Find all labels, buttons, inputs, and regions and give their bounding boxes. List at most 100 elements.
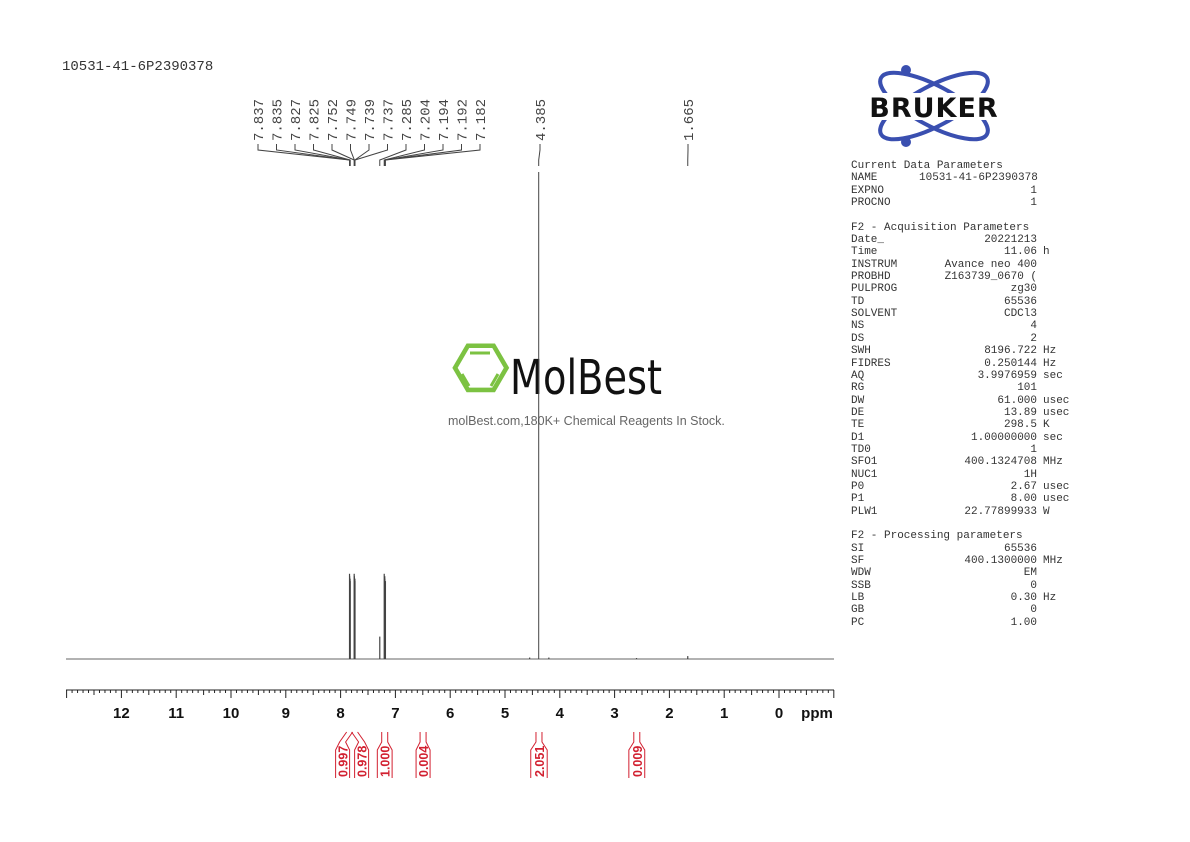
param-unit: Hz [1043, 592, 1057, 605]
peak-label-connector [379, 144, 407, 166]
param-value: 13.89 [1003, 406, 1037, 419]
param-value: 11.06 [1003, 246, 1037, 259]
integral-value: 0.978 [356, 746, 370, 777]
param-row: DW 61.000 usec [851, 395, 1083, 407]
param-unit [1043, 172, 1083, 184]
param-name: NUC1 [851, 468, 878, 481]
param-value: 22.77899933 [964, 505, 1037, 518]
integral-bracket [415, 732, 421, 778]
param-unit: W [1043, 505, 1050, 518]
peak-label: 7.752 [326, 99, 342, 141]
param-name: PC [851, 616, 865, 629]
axis-tick-label: 12 [113, 705, 130, 722]
param-unit: h [1043, 246, 1050, 259]
integral-value: 0.004 [417, 746, 431, 777]
peak-label: 7.737 [382, 99, 398, 141]
param-value: 101 [1017, 382, 1037, 395]
peak-label-connector [384, 144, 462, 166]
param-value: 20221213 [984, 234, 1037, 247]
param-unit: MHz [1043, 456, 1063, 469]
param-name: SOLVENT [851, 308, 898, 321]
param-value: 1H [1023, 468, 1037, 481]
peak-label: 7.835 [271, 99, 287, 141]
param-unit: sec [1043, 369, 1063, 382]
param-value: 1.00000000 [970, 431, 1037, 444]
param-unit: Hz [1043, 345, 1057, 358]
axis-tick-label: 10 [223, 705, 240, 722]
param-name: LB [851, 592, 865, 605]
param-value: 65536 [1003, 295, 1037, 308]
axis-tick-label: 7 [391, 705, 399, 722]
peak-label: 7.825 [308, 99, 324, 141]
integral-bracket [376, 732, 383, 778]
param-value: 61.000 [997, 394, 1037, 407]
param-name: GB [851, 604, 865, 617]
integral-value: 2.051 [533, 746, 547, 777]
param-unit [1043, 197, 1083, 209]
integral-bracket [530, 732, 537, 778]
param-name: P0 [851, 480, 865, 493]
param-value: 8196.722 [984, 345, 1037, 358]
param-unit [1043, 567, 1083, 579]
param-unit [1043, 296, 1083, 308]
peak-label: 7.192 [456, 99, 472, 141]
param-name: SI [851, 542, 865, 555]
param-unit [1043, 283, 1083, 295]
param-value: 65536 [1003, 542, 1037, 555]
peak-label: 7.837 [252, 99, 268, 141]
axis-tick-label: 0 [775, 705, 783, 722]
peak-label: 7.285 [400, 99, 416, 141]
axis-label: ppm [801, 705, 833, 722]
param-unit [1043, 333, 1083, 345]
param-name: PULPROG [851, 283, 898, 296]
axis-tick-label: 9 [282, 705, 290, 722]
param-unit: usec [1043, 480, 1070, 493]
peak-label: 7.194 [437, 99, 453, 141]
param-value: 0 [1030, 579, 1037, 592]
integral-bracket [357, 731, 370, 778]
param-value: 400.1300000 [964, 555, 1037, 567]
param-value: Z163739_0670 ( [944, 271, 1037, 284]
axis-tick-label: 8 [336, 705, 344, 722]
param-unit [1043, 320, 1083, 332]
peak-label: 4.385 [534, 99, 550, 141]
param-name: NS [851, 320, 865, 333]
param-name: DE [851, 406, 865, 419]
param-value: 0.30 [1010, 592, 1037, 605]
integral-bracket [351, 731, 360, 778]
param-value: 400.1324708 [964, 456, 1037, 469]
param-unit: usec [1043, 493, 1070, 506]
param-name: AQ [851, 369, 865, 382]
param-unit: usec [1043, 394, 1070, 407]
param-row: NUC1 1H [851, 469, 1083, 481]
axis-tick-label: 1 [720, 705, 728, 722]
axis-tick-label: 2 [665, 705, 673, 722]
param-unit [1043, 617, 1083, 629]
param-name: DW [851, 394, 865, 407]
param-name: RG [851, 382, 865, 395]
svg-text:MolBest: MolBest [510, 350, 662, 398]
peak-label-connector [538, 144, 541, 166]
integral-value: 0.009 [631, 746, 645, 777]
sample-title: 10531-41-6P2390378 [62, 59, 214, 75]
param-value: Avance neo 400 [944, 258, 1037, 271]
param-row: RG 101 [851, 382, 1083, 394]
param-unit [1043, 444, 1083, 456]
integral-bracket [387, 732, 393, 778]
